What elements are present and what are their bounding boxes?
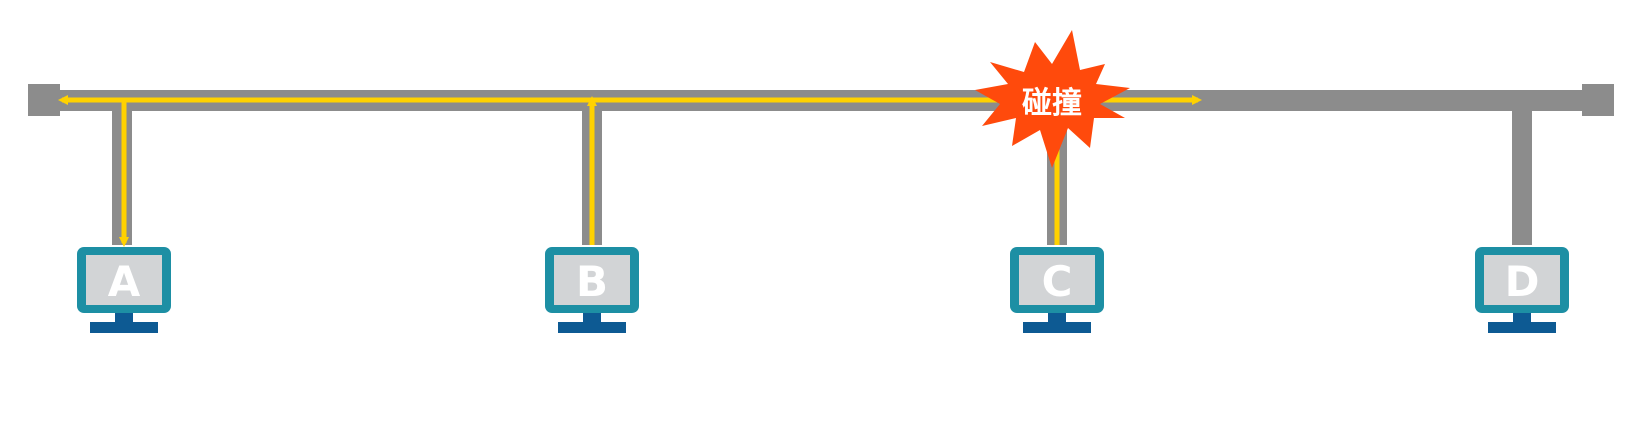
monitor-screen <box>1484 255 1560 305</box>
computer-b: B <box>545 247 639 333</box>
computer-label-c: C <box>1042 257 1073 306</box>
monitor-neck <box>583 313 601 322</box>
monitor-neck <box>115 313 133 322</box>
monitor-screen <box>1019 255 1095 305</box>
monitor-screen <box>554 255 630 305</box>
monitor-base <box>1488 322 1556 333</box>
computer-label-d: D <box>1505 257 1540 306</box>
monitor-neck <box>1513 313 1531 322</box>
computer-label-b: B <box>576 257 608 306</box>
computer-c: C <box>1010 247 1104 333</box>
bus-terminator-right <box>1582 84 1614 116</box>
collision-starburst-icon <box>975 30 1130 168</box>
collision-label: 碰撞 <box>1022 86 1082 121</box>
monitor-base <box>558 322 626 333</box>
computer-d: D <box>1475 247 1569 333</box>
collision-burst: 碰撞 <box>975 30 1130 168</box>
computer-label-a: A <box>108 257 141 306</box>
monitor-base <box>90 322 158 333</box>
computer-a: A <box>77 247 171 333</box>
drop-cable-d <box>1512 110 1532 245</box>
monitor-neck <box>1048 313 1066 322</box>
monitor-base <box>1023 322 1091 333</box>
monitor-screen <box>86 255 162 305</box>
bus-terminator-left <box>28 84 60 116</box>
